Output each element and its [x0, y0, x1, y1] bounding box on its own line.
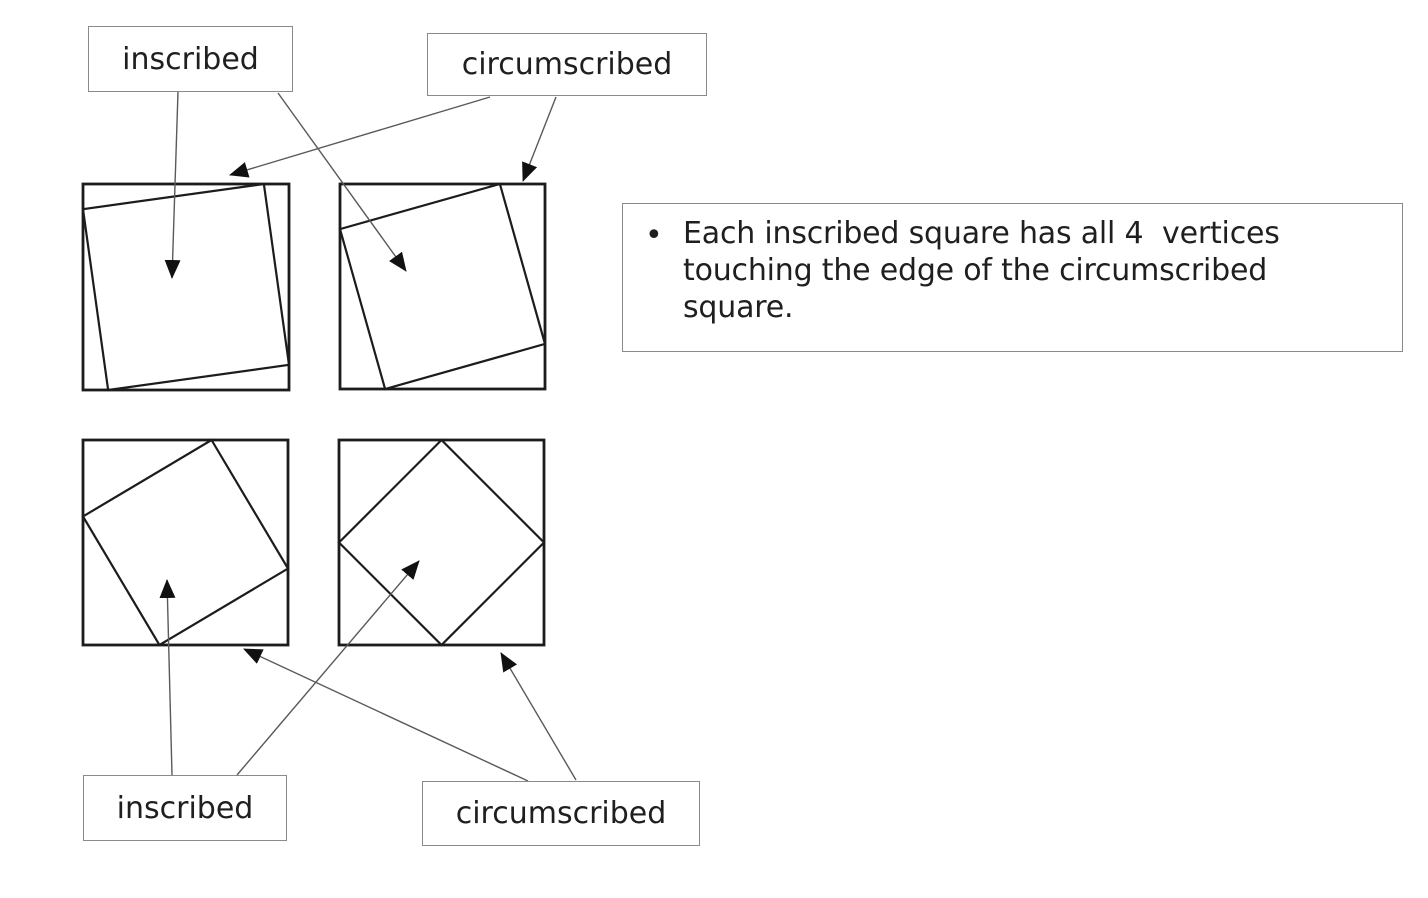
connector-label-top-circumscribed-to-outer-square-top-left: [229, 96, 491, 178]
label-box-top-inscribed: inscribed: [88, 26, 293, 92]
label-bottom-inscribed-text: inscribed: [116, 790, 254, 826]
outer-square-bottom-left: [81, 438, 290, 647]
connector-label-bottom-circumscribed-to-outer-square-bottom-right: [500, 652, 577, 781]
label-box-bottom-circumscribed: circumscribed: [422, 781, 700, 846]
connector-label-top-circumscribed-to-outer-square-top-right: [522, 96, 557, 182]
label-top-inscribed-text: inscribed: [122, 41, 259, 77]
inner-square-top-right: [338, 182, 547, 391]
connector-label-top-inscribed-to-inner-square-top-left: [164, 91, 181, 279]
connector-label-bottom-inscribed-to-inner-square-bottom-right: [236, 560, 420, 776]
inner-square-bottom-right: [337, 438, 546, 647]
outer-square-top-right: [338, 182, 547, 391]
label-bottom-circumscribed-text: circumscribed: [455, 796, 667, 831]
connector-label-bottom-circumscribed-to-outer-square-bottom-left: [243, 648, 529, 782]
label-box-bottom-inscribed: inscribed: [83, 775, 287, 841]
label-box-top-circumscribed: circumscribed: [427, 33, 707, 96]
connector-label-bottom-inscribed-to-inner-square-bottom-left: [159, 579, 176, 776]
outer-square-bottom-right: [337, 438, 546, 647]
outer-square-top-left: [81, 182, 291, 392]
note-box: • Each inscribed square has all 4 vertic…: [622, 203, 1403, 352]
bullet-icon: •: [645, 218, 663, 253]
inner-square-top-left: [81, 182, 291, 392]
note-text: Each inscribed square has all 4 vertices…: [683, 216, 1280, 325]
inner-square-bottom-left: [81, 438, 290, 647]
label-top-circumscribed-text: circumscribed: [461, 47, 673, 82]
connector-label-top-inscribed-to-inner-square-top-right: [277, 92, 407, 272]
